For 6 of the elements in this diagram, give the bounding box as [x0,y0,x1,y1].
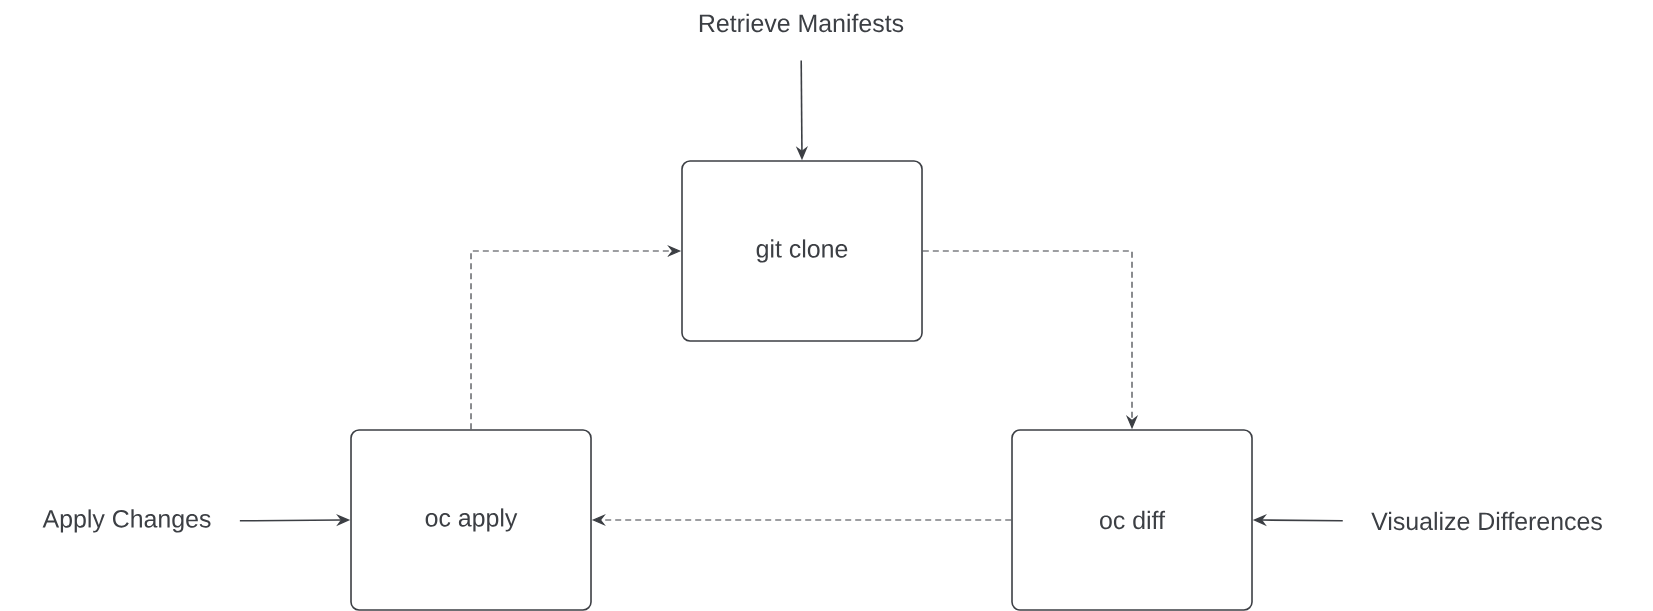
label-text: Apply Changes [42,509,211,533]
process-box: git clone [681,160,923,342]
process-box: oc diff [1011,429,1253,611]
label-text: Retrieve Manifests [699,13,904,33]
label-text: Visualize Differences [1371,511,1602,531]
process-box: oc apply [350,429,592,611]
